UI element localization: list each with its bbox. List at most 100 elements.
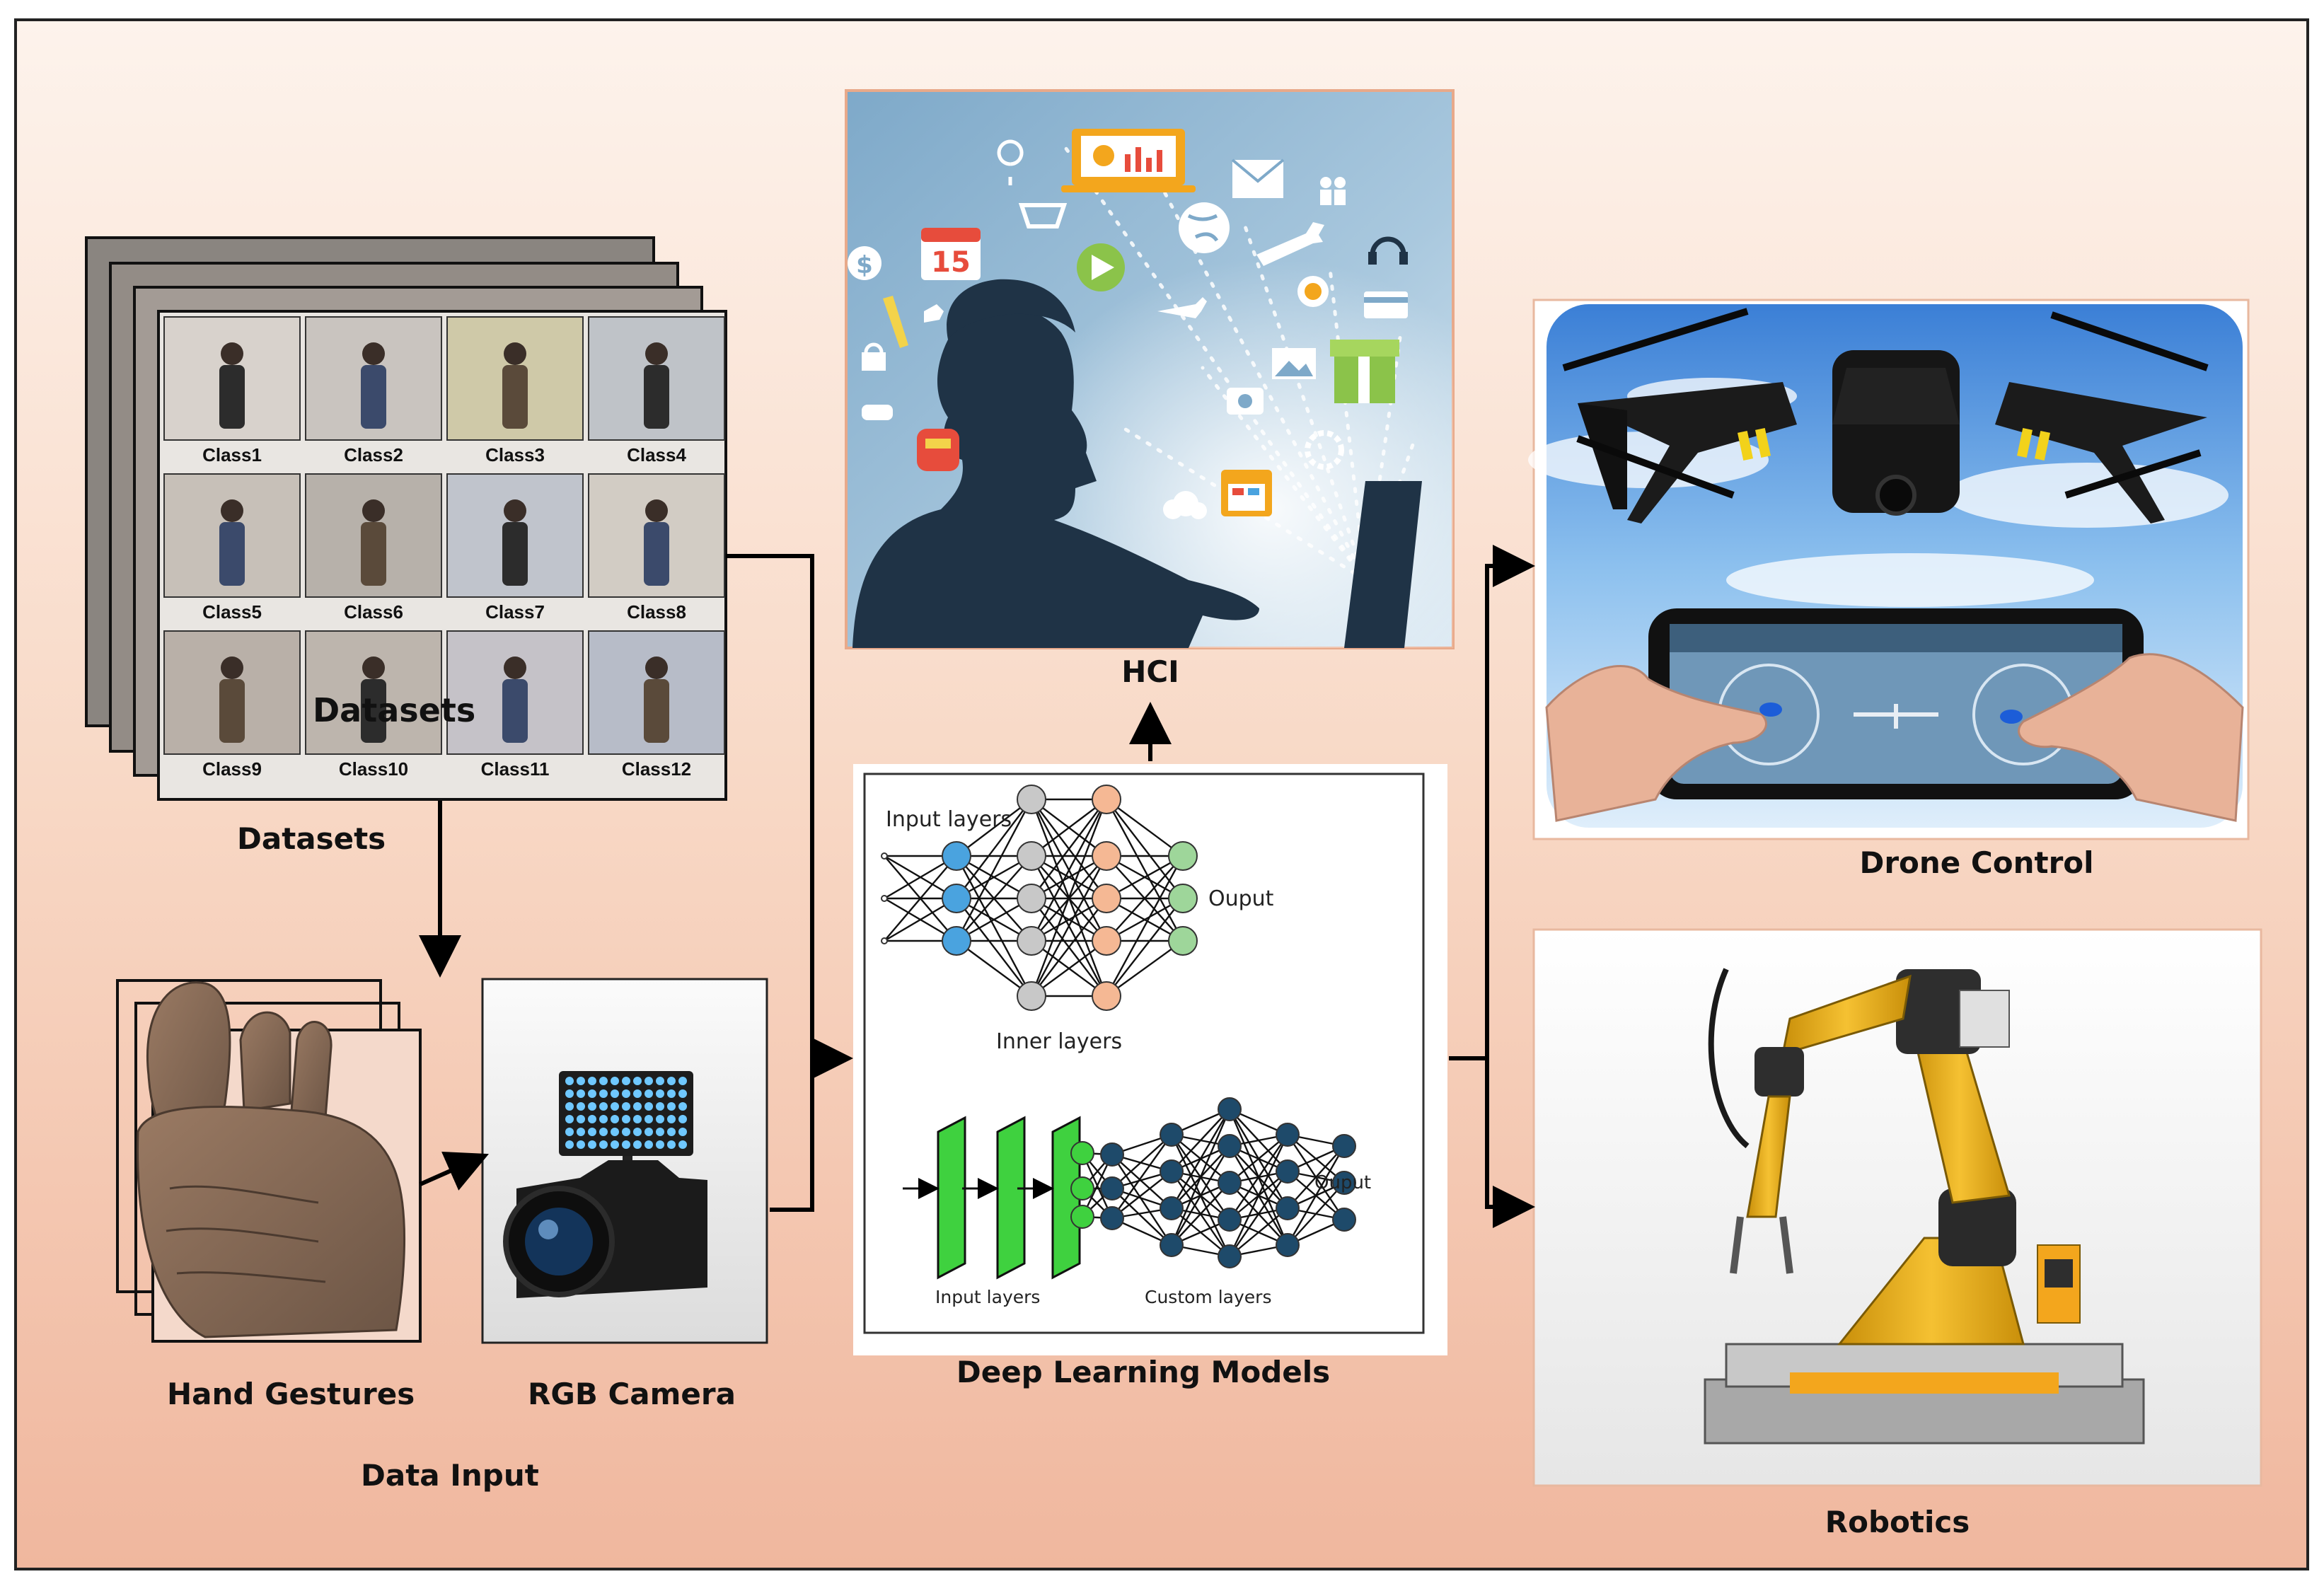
robotics-image <box>1532 928 2262 1487</box>
nn-node <box>1218 1208 1242 1232</box>
gift-icon <box>1330 340 1399 403</box>
arrow-camera-to-models <box>770 1058 814 1212</box>
nn-node <box>1160 1196 1184 1220</box>
svg-text:$: $ <box>856 251 873 279</box>
chat-bubble-icon <box>917 429 959 471</box>
nn-node <box>1332 1134 1356 1158</box>
nn-node <box>942 884 971 913</box>
person-silhouette-icon <box>852 306 1259 648</box>
class-thumbnail: Class3 <box>446 316 584 465</box>
thumbs-up-icon <box>924 304 944 323</box>
robotics-label: Robotics <box>1825 1505 1970 1539</box>
car-icon <box>862 405 893 420</box>
drone-control-label: Drone Control <box>1859 845 2093 880</box>
lock-icon <box>862 342 886 371</box>
nn-node <box>942 926 971 956</box>
nn-node <box>1100 1176 1124 1201</box>
class-thumbnail: Class5 <box>163 473 301 623</box>
rgb-camera-image <box>481 978 768 1344</box>
nn-node <box>1332 1208 1356 1232</box>
deep-learning-panel: Input layers Inner layers Ouput Input la… <box>853 764 1447 1355</box>
lens-glass <box>525 1208 593 1275</box>
nn-node <box>881 895 888 902</box>
class-label: Class6 <box>344 601 403 623</box>
nn-node <box>1070 1176 1094 1201</box>
nn-node <box>1070 1141 1094 1165</box>
class-thumbnail: Class8 <box>588 473 725 623</box>
drone-icon <box>1562 308 2209 523</box>
nn-node <box>1168 926 1198 956</box>
nn-node <box>1017 981 1046 1011</box>
nn-node <box>1168 884 1198 913</box>
basket-icon <box>1018 203 1068 228</box>
app-window-icon <box>1221 470 1272 516</box>
nn-node <box>1070 1205 1094 1229</box>
image-icon <box>1272 348 1316 379</box>
class-label: Class11 <box>481 758 550 780</box>
nn-node <box>1092 785 1121 814</box>
nn-bottom-output-label: Ouput <box>1314 1172 1371 1193</box>
class-label: Class5 <box>202 601 262 623</box>
led-grid <box>565 1077 687 1149</box>
nn-node <box>1218 1097 1242 1121</box>
nn-node <box>1332 1171 1356 1195</box>
location-pin-icon <box>997 139 1024 185</box>
cloud-icon <box>1163 491 1207 519</box>
nn-bottom-custom-label: Custom layers <box>1145 1287 1271 1307</box>
thumbs-up-hand-icon <box>137 981 406 1338</box>
nn-top-inner-label: Inner layers <box>996 1029 1122 1054</box>
people-icon <box>1320 177 1346 205</box>
hand-gestures-image <box>116 979 422 1343</box>
nn-node <box>1276 1159 1300 1184</box>
datasets-label: Datasets <box>237 821 386 856</box>
class-thumbnail: Class10 <box>305 630 442 780</box>
nn-node <box>1092 841 1121 871</box>
rgb-camera-label: RGB Camera <box>528 1377 736 1411</box>
arrow-models-to-drone <box>1449 545 1535 1060</box>
laptop-chart-icon <box>1061 129 1196 192</box>
arrow-datasets-to-models <box>726 554 853 1080</box>
deep-learning-models-label: Deep Learning Models <box>956 1355 1330 1389</box>
nn-node <box>1218 1134 1242 1158</box>
drone-control-image <box>1528 299 2250 840</box>
nn-node <box>942 841 971 871</box>
calendar-icon: 15 <box>921 228 981 280</box>
class-thumbnail: Class12 <box>588 630 725 780</box>
class-label: Class4 <box>627 444 686 465</box>
wrench-icon <box>1256 222 1324 266</box>
class-thumbnail: Class9 <box>163 630 301 780</box>
calendar-day: 15 <box>931 246 971 279</box>
hand-gestures-label: Hand Gestures <box>167 1377 415 1411</box>
hands-holding-phone-icon <box>1545 653 2244 822</box>
nn-node <box>1160 1159 1184 1184</box>
card-icon <box>1364 291 1408 318</box>
class-label: Class12 <box>622 758 691 780</box>
nn-node <box>1218 1171 1242 1195</box>
nn-node <box>881 937 888 944</box>
nn-node <box>1100 1206 1124 1230</box>
headphones-icon <box>1368 236 1408 265</box>
gear-icon <box>1305 430 1344 470</box>
neural-network-bottom <box>903 1097 1356 1280</box>
lens-reflection <box>538 1220 558 1239</box>
neural-network-top <box>881 785 1198 1011</box>
nn-node <box>1017 841 1046 871</box>
class-thumbnail: Class6 <box>305 473 442 623</box>
arrow-models-to-robotics <box>1485 1058 1535 1228</box>
lightbulb-icon <box>1297 276 1329 307</box>
nn-node <box>1276 1196 1300 1220</box>
nn-node <box>881 852 888 860</box>
airplane-icon <box>1157 297 1207 318</box>
class-thumbnail: Class4 <box>588 316 725 465</box>
smartphone-controller-icon <box>1648 608 2144 799</box>
nn-node <box>1017 926 1046 956</box>
nn-node <box>1160 1123 1184 1147</box>
dollar-icon: $ <box>848 246 881 280</box>
hci-image: 15 $ <box>845 89 1455 649</box>
arrow-hand-to-camera <box>419 1151 489 1191</box>
class-label: Class7 <box>485 601 545 623</box>
